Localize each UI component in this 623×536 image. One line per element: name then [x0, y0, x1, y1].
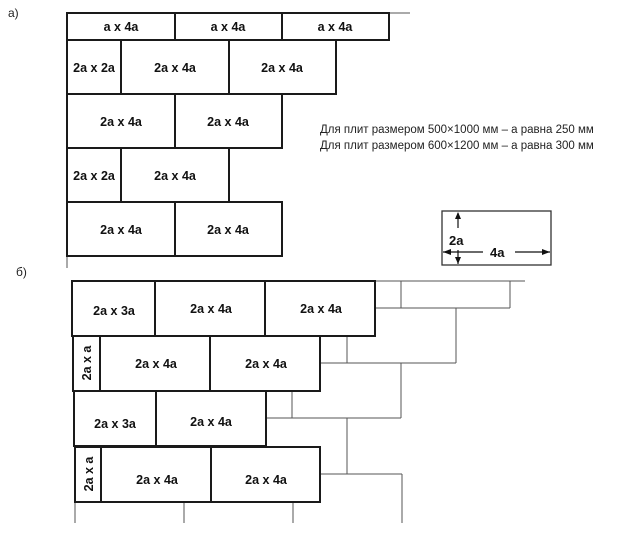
part-b-row: 2a x 3a 2a x 4a 2a x 4a	[71, 280, 376, 337]
part-b-row: 2a x a 2a x 4a 2a x 4a	[72, 335, 321, 392]
part-b-row: 2a x 3a 2a x 4a	[73, 390, 267, 447]
arrow-left-icon	[443, 249, 451, 255]
part-a-row: 2a x 4a 2a x 4a	[66, 201, 283, 257]
part-a-row: 2a x 4a 2a x 4a	[66, 93, 283, 149]
legend-tile	[441, 210, 552, 266]
height-label: 2a	[449, 233, 464, 248]
tile-label: a x 4a	[318, 20, 354, 34]
tile-label: a x 4a	[104, 20, 140, 34]
tile-label: 2a x 4a	[154, 61, 197, 75]
continuation-lines	[74, 280, 525, 523]
tile	[210, 446, 321, 503]
tile-label: 2a x 4a	[245, 357, 288, 371]
tile-label: a x 4a	[211, 20, 247, 34]
part-a-label: а)	[8, 6, 19, 20]
note-line: Для плит размером 500×1000 мм – а равна …	[320, 124, 594, 136]
part-a-row: 2a x 2a 2a x 4a	[66, 147, 230, 203]
arrow-down-icon	[455, 257, 461, 264]
tile-label-vertical: 2a x a	[80, 345, 94, 381]
tile-label: 2a x 4a	[261, 61, 304, 75]
tile-label: 2a x 4a	[135, 357, 178, 371]
tile-label: 2a x 4a	[190, 415, 233, 429]
part-b-row: 2a x a 2a x 4a 2a x 4a	[74, 446, 321, 503]
tile	[174, 201, 283, 257]
tile-label: 2a x 4a	[207, 115, 250, 129]
note-line: Для плит размером 600×1200 мм – а равна …	[320, 140, 594, 152]
tile-label: 2a x 4a	[245, 473, 288, 487]
part-a-row: 2a x 2a 2a x 4a 2a x 4a	[66, 39, 337, 95]
tile-label: 2a x 2a	[73, 169, 116, 183]
tile-label: 2a x 4a	[136, 473, 179, 487]
tile-label: 2a x 3a	[93, 304, 136, 318]
tile-label: 2a x 2a	[73, 61, 116, 75]
tile-label: 2a x 4a	[154, 169, 197, 183]
tile-label: 2a x 4a	[300, 302, 343, 316]
width-label: 4a	[490, 245, 505, 260]
part-b-label: б)	[16, 265, 27, 279]
part-b-layout: 2a x 3a 2a x 4a 2a x 4a 2a x a 2a x 4a 2…	[71, 280, 525, 523]
dimension-legend: 2a 4a	[441, 210, 552, 266]
arrow-right-icon	[542, 249, 550, 255]
tile-label: 2a x 4a	[100, 223, 143, 237]
tile-label: 2a x 4a	[207, 223, 250, 237]
arrow-up-icon	[455, 212, 461, 219]
part-a-layout: a x 4a a x 4a a x 4a 2a x 2a 2a x 4a 2a …	[66, 12, 410, 268]
part-a-row: a x 4a a x 4a a x 4a	[66, 12, 390, 41]
tile-label: 2a x 4a	[100, 115, 143, 129]
tile-label: 2a x 3a	[94, 417, 137, 431]
tile-label-vertical: 2a x a	[82, 456, 96, 492]
tile-label: 2a x 4a	[190, 302, 233, 316]
